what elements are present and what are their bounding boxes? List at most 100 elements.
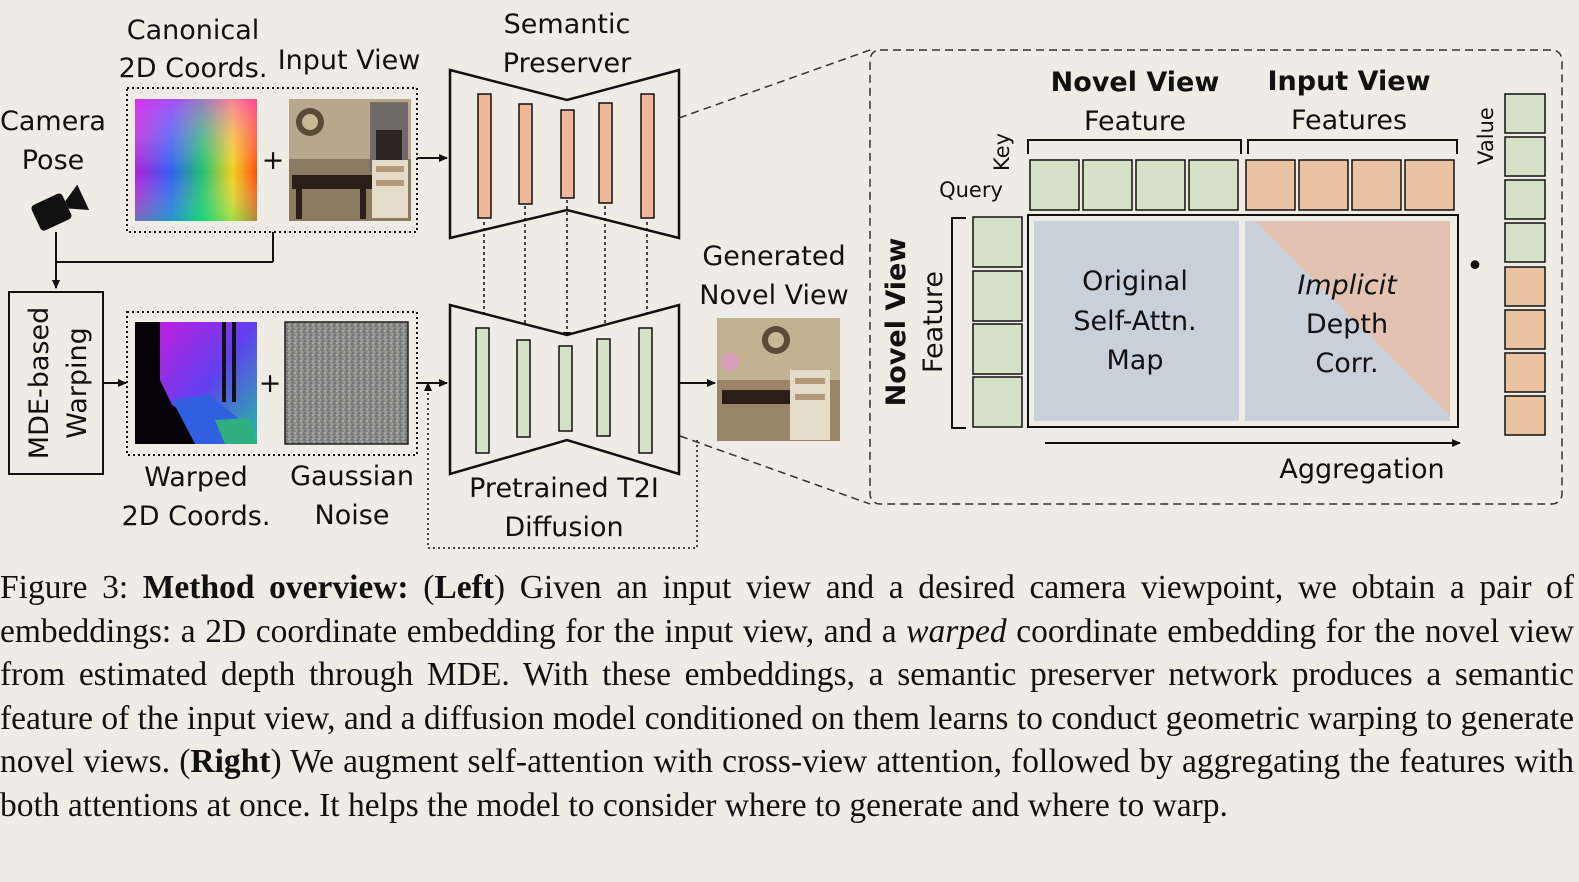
- input-view-features-header: Input View: [1267, 66, 1430, 97]
- mde-warping-label-2: Warping: [62, 327, 93, 439]
- camera-pose-label-2: Pose: [22, 145, 85, 176]
- self-attn-label-3: Map: [1107, 345, 1164, 376]
- novel-key-bracket: [1027, 139, 1242, 154]
- camera-icon: [31, 184, 90, 231]
- value-label: Value: [1474, 107, 1498, 165]
- input-group-box: [126, 87, 418, 233]
- input-view-image: [289, 99, 411, 221]
- gaussian-noise-label-1: Gaussian: [290, 461, 414, 492]
- canonical-coords-label-2: 2D Coords.: [119, 53, 268, 84]
- semantic-preserver-label-2: Preserver: [503, 48, 632, 79]
- self-attn-map: [1034, 221, 1239, 421]
- canonical-coords-label-1: Canonical: [127, 15, 260, 46]
- gaussian-noise-image: [284, 321, 409, 445]
- value-cell-5: [1504, 266, 1546, 307]
- caption-text-3: We augment self-attention with cross-vie…: [0, 743, 1574, 824]
- value-cell-7: [1504, 352, 1546, 393]
- method-diagram: Camera Pose Canonical 2D Coords. Input V…: [0, 9, 1563, 549]
- query-cell-2: [972, 270, 1023, 322]
- camera-pose-label-1: Camera: [0, 106, 106, 137]
- aggregation-label: Aggregation: [1279, 454, 1444, 485]
- figure-caption: Figure 3: Method overview: (Left) Given …: [0, 566, 1574, 827]
- query-cell-4: [972, 376, 1023, 428]
- diffusion-bar-5: [638, 327, 653, 454]
- depth-corr-label-1: Depth: [1306, 309, 1388, 340]
- caption-left-open: (: [423, 569, 435, 606]
- depth-corr-label-2: Corr.: [1315, 348, 1378, 379]
- value-cell-1: [1504, 93, 1546, 134]
- self-attn-label-1: Original: [1082, 266, 1188, 297]
- key-label: Key: [990, 133, 1014, 171]
- zoom-line-top: [678, 49, 871, 119]
- caption-figure-label: Figure 3:: [0, 569, 129, 606]
- generated-view-label-1: Generated: [702, 241, 845, 272]
- mde-warping-label-1: MDE-based: [24, 307, 55, 459]
- gaussian-noise-label-2: Noise: [315, 500, 390, 531]
- diffusion-label-2: Diffusion: [504, 512, 623, 543]
- warped-coords-label-2: 2D Coords.: [122, 501, 271, 532]
- caption-right-word: Right: [190, 743, 271, 780]
- warped-coords-label-1: Warped: [144, 462, 248, 493]
- key-cell-novel-3: [1135, 159, 1186, 211]
- preserver-bar-1: [477, 93, 492, 219]
- caption-text-1: Given an input view and a desired camera…: [0, 569, 1575, 650]
- canonical-coords-overlay: [135, 99, 257, 221]
- diffusion-bar-4: [596, 338, 611, 437]
- caption-text-2: coordinate embedding for the novel view …: [0, 612, 1575, 781]
- value-cell-6: [1504, 309, 1546, 350]
- key-cell-input-3: [1351, 159, 1402, 211]
- key-cell-input-4: [1404, 159, 1455, 211]
- caption-title: Method overview:: [142, 569, 409, 606]
- diffusion-bar-3: [558, 345, 573, 432]
- key-cell-novel-1: [1029, 159, 1080, 211]
- preserver-bar-4: [598, 102, 613, 204]
- diffusion-bar-2: [516, 339, 531, 438]
- depth-corr-overlay: [1255, 221, 1450, 416]
- semantic-preserver-label-1: Semantic: [504, 9, 631, 40]
- self-attn-label-2: Self-Attn.: [1073, 306, 1196, 337]
- value-cell-3: [1504, 179, 1546, 220]
- key-cell-novel-4: [1188, 159, 1239, 211]
- key-cell-input-2: [1298, 159, 1349, 211]
- diffusion-bar-1: [475, 327, 490, 454]
- mde-warping-box: [8, 291, 104, 475]
- attention-detail-panel: [869, 49, 1563, 505]
- zoom-line-bottom: [679, 435, 871, 505]
- preserver-bar-3: [560, 109, 575, 199]
- plus-sign-top: +: [262, 145, 285, 176]
- query-label: Query: [939, 178, 1003, 202]
- value-cell-2: [1504, 136, 1546, 177]
- novel-view-feature-header: Novel View: [1051, 67, 1220, 98]
- query-column: [972, 216, 1023, 428]
- input-view-label: Input View: [278, 45, 421, 76]
- value-column: [1504, 93, 1546, 436]
- diffusion-label-1: Pretrained T2I: [469, 473, 659, 504]
- caption-left-word: Left: [434, 569, 494, 606]
- generated-view-label-2: Novel View: [699, 280, 848, 311]
- value-cell-8: [1504, 395, 1546, 436]
- warped-coords-image: [135, 322, 257, 444]
- novel-view-side-label: Novel View: [881, 238, 912, 407]
- caption-right-open: (: [179, 743, 191, 780]
- query-cell-3: [972, 323, 1023, 375]
- caption-warped-word: warped: [906, 612, 1007, 650]
- input-key-bracket: [1247, 139, 1458, 154]
- key-row: [1029, 159, 1455, 211]
- query-bracket: [951, 217, 966, 429]
- depth-corr-label-italic: Implicit: [1297, 270, 1398, 301]
- plus-sign-bottom: +: [259, 368, 282, 399]
- feature-injection-arrows: [480, 200, 651, 341]
- caption-right-close: ): [270, 743, 282, 780]
- caption-left-close: ): [493, 569, 506, 606]
- novel-view-feature-sub: Feature: [1084, 106, 1186, 137]
- preserver-bar-5: [640, 93, 655, 219]
- input-view-features-sub: Features: [1291, 105, 1407, 136]
- query-cell-1: [972, 216, 1023, 268]
- key-cell-input-1: [1245, 159, 1296, 211]
- generated-view-image: [717, 318, 840, 441]
- preserver-bar-2: [518, 103, 533, 205]
- value-cell-4: [1504, 222, 1546, 263]
- key-cell-novel-2: [1082, 159, 1133, 211]
- feature-side-label: Feature: [918, 271, 949, 373]
- dot-product-symbol: •: [1466, 249, 1484, 284]
